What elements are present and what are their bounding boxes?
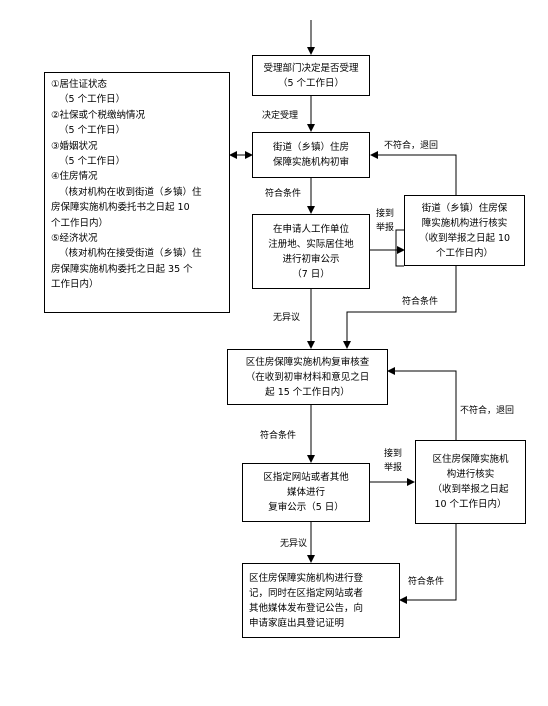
checklist-line-11: ⑤经济状况 <box>51 233 98 245</box>
box-register-line-2: 记，同时在区指定网站或者 <box>249 587 364 599</box>
checklist-line-14: 工作日内） <box>51 279 99 291</box>
box-publicity2: 区指定网站或者其他 媒体进行 复审公示（5 日） <box>242 463 370 522</box>
box-district-review-line-3: 起 15 个工作日内） <box>265 386 350 398</box>
label-report-1: 接到 举报 <box>376 207 394 235</box>
label-meets-1: 符合条件 <box>265 189 302 199</box>
arrow-verify2-to-register <box>399 524 457 604</box>
box-verify2-line-2: 构进行核实 <box>446 469 495 480</box>
box-publicity1-line-3: 进行初审公示 <box>282 253 340 265</box>
box-verify1-line-1: 街道（乡镇）住房保 <box>421 202 508 214</box>
box-verify2-line-3: （收到举报之日起 <box>432 484 509 495</box>
checklist-line-5: ③婚姻状况 <box>51 140 98 152</box>
box-checklist: ①居住证状态 （5 个工作日） ②社保或个税缴纳情况 （5 个工作日） ③婚姻状… <box>44 72 230 313</box>
checklist-line-10: 个工作日内） <box>51 217 109 229</box>
arrow-verify2-return <box>387 367 457 440</box>
box-publicity1-line-4: （7 日） <box>292 268 330 280</box>
box-accept: 受理部门决定是否受理 （5 个工作日） <box>252 55 370 96</box>
box-verify2: 区住房保障实施机 构进行核实 （收到举报之日起 10 个工作日内） <box>415 440 526 524</box>
box-verify1-line-4: 个工作日内） <box>435 247 493 259</box>
box-register: 区住房保障实施机构进行登 记，同时在区指定网站或者 其他媒体发布登记公告，向 申… <box>242 563 400 638</box>
label-not-meet-2: 不符合，退回 <box>460 406 515 416</box>
box-verify1-line-2: 障实施机构进行核实 <box>421 217 508 229</box>
label-meets-right-1: 符合条件 <box>402 297 439 307</box>
label-not-meet-1: 不符合，退回 <box>384 141 439 151</box>
label-report-2-line-1: 接到 <box>384 449 403 459</box>
box-publicity2-line-2: 媒体进行 <box>286 487 325 498</box>
box-verify1-line-3: （收到举报之日起 10 <box>418 232 511 244</box>
checklist-line-8: （核对机构在收到街道（乡镇）住 <box>59 186 202 198</box>
checklist-line-2: （5 个工作日） <box>59 94 126 106</box>
box-street-review: 街道（乡镇）住房 保障实施机构初审 <box>252 132 370 178</box>
label-meets-2: 符合条件 <box>260 431 297 441</box>
line-verify1-bracket <box>395 229 404 267</box>
box-verify2-line-1: 区住房保障实施机 <box>432 454 509 465</box>
checklist-line-13: 房保障实施机构委托之日起 35 个 <box>51 263 193 275</box>
label-no-objection-2: 无异议 <box>280 539 308 549</box>
label-meets-right-2: 符合条件 <box>408 577 445 587</box>
label-report-1-line-2: 举报 <box>376 223 395 233</box>
label-report-2: 接到 举报 <box>384 447 402 475</box>
box-publicity2-line-1: 区指定网站或者其他 <box>263 472 349 483</box>
checklist-line-3: ②社保或个税缴纳情况 <box>51 109 146 121</box>
box-street-review-line-1: 街道（乡镇）住房 <box>272 142 349 153</box>
arrow-verify1-return <box>370 151 457 195</box>
box-district-review: 区住房保障实施机构复审核查 （在收到初审材料和意见之日 起 15 个工作日内） <box>227 349 388 405</box>
box-accept-line-2: （5 个工作日） <box>277 77 345 89</box>
box-publicity2-line-3: 复审公示（5 日） <box>268 502 344 513</box>
box-register-line-4: 申请家庭出具登记证明 <box>249 617 345 629</box>
box-register-line-3: 其他媒体发布登记公告，向 <box>249 602 364 614</box>
checklist-line-12: （核对机构在接受街道（乡镇）住 <box>59 248 202 260</box>
box-publicity1-line-1: 在申请人工作单位 <box>272 223 349 235</box>
box-verify1: 街道（乡镇）住房保 障实施机构进行核实 （收到举报之日起 10 个工作日内） <box>404 195 525 266</box>
box-publicity1: 在申请人工作单位 注册地、实际居住地 进行初审公示 （7 日） <box>252 214 370 289</box>
label-report-1-line-1: 接到 <box>376 209 395 219</box>
arrow-verify1-to-district <box>343 266 457 349</box>
box-publicity1-line-2: 注册地、实际居住地 <box>268 238 354 250</box>
box-district-review-line-2: （在收到初审材料和意见之日 <box>245 371 370 383</box>
checklist-line-7: ④住房情况 <box>51 171 98 183</box>
label-report-2-line-2: 举报 <box>384 463 403 473</box>
box-district-review-line-1: 区住房保障实施机构复审核查 <box>245 356 370 368</box>
checklist-line-4: （5 个工作日） <box>59 125 126 137</box>
box-accept-line-1: 受理部门决定是否受理 <box>263 62 359 74</box>
box-register-line-1: 区住房保障实施机构进行登 <box>249 572 364 584</box>
label-no-objection-1: 无异议 <box>273 313 301 323</box>
box-verify2-line-4: 10 个工作日内） <box>434 499 507 510</box>
box-street-review-line-2: 保障实施机构初审 <box>272 157 349 168</box>
label-decide-accept: 决定受理 <box>262 111 299 121</box>
checklist-line-9: 房保障实施机构委托书之日起 10 <box>51 202 190 214</box>
checklist-line-1: ①居住证状态 <box>51 79 108 90</box>
checklist-line-6: （5 个工作日） <box>59 156 126 168</box>
